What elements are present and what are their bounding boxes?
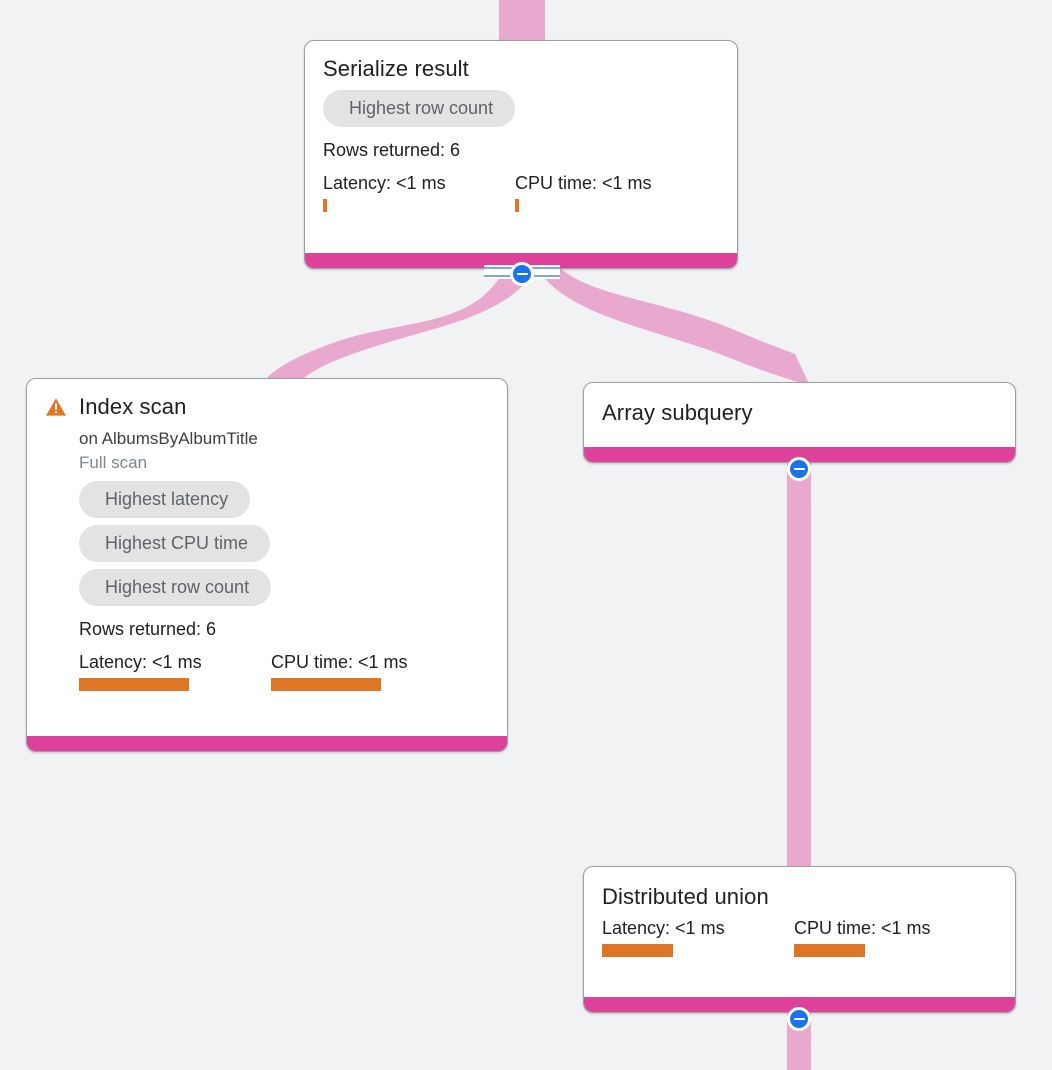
metric-latency-bar [602,944,673,957]
title-row: Serialize result [323,55,719,83]
chip-highest-latency: Highest latency [79,481,251,518]
metric-latency-bar [79,678,189,691]
edge-incoming-top [499,0,545,44]
metric-latency: Latency: <1 ms [323,172,515,212]
metric-cpu-time-bar [515,199,519,212]
metric-latency: Latency: <1 ms [79,651,271,691]
node-title: Distributed union [602,884,769,909]
metrics-row: Latency: <1 ms CPU time: <1 ms [323,172,719,212]
node-footer [584,997,1015,1012]
node-footer [584,447,1015,462]
node-body: Distributed union Latency: <1 ms CPU tim… [584,867,1015,967]
edge-serialize-to-array-subquery [541,268,810,386]
metric-cpu-time: CPU time: <1 ms [794,917,931,957]
node-title: Array subquery [602,400,753,425]
metrics-row: Latency: <1 ms CPU time: <1 ms [602,917,997,957]
node-footer [305,253,737,268]
node-body: Array subquery [584,383,1015,437]
chip-highest-cpu-time: Highest CPU time [79,525,271,562]
metric-latency-label: Latency: <1 ms [602,918,725,938]
node-scan-type: Full scan [79,453,148,472]
edge-array-subquery-to-distributed-union [787,462,811,874]
warning-icon [46,398,66,416]
title-row: Distributed union [602,883,997,911]
metric-cpu-time-label: CPU time: <1 ms [271,652,408,672]
rows-returned: Rows returned: 6 [323,140,461,160]
title-row: Array subquery [602,399,997,427]
metric-cpu-time: CPU time: <1 ms [271,651,408,691]
collapse-toggle-array-subquery[interactable] [787,457,811,481]
rows-returned: Rows returned: 6 [79,619,217,639]
chip-highest-row-count: Highest row count [79,569,272,606]
node-serialize-result[interactable]: Serialize result Highest row count Rows … [304,40,738,269]
chip-highest-row-count: Highest row count [323,90,516,127]
node-index-scan[interactable]: Index scan on AlbumsByAlbumTitle Full sc… [26,378,508,752]
metric-latency: Latency: <1 ms [602,917,794,957]
node-title: Serialize result [323,56,469,81]
metric-latency-bar [323,199,327,212]
node-distributed-union[interactable]: Distributed union Latency: <1 ms CPU tim… [583,866,1016,1013]
node-array-subquery[interactable]: Array subquery [583,382,1016,463]
metric-cpu-time-label: CPU time: <1 ms [515,173,652,193]
node-details: on AlbumsByAlbumTitle Full scan Highest … [79,427,489,691]
metric-latency-label: Latency: <1 ms [323,173,446,193]
node-footer [27,736,507,751]
title-row: Index scan [45,393,489,421]
node-subtitle: on AlbumsByAlbumTitle [79,429,258,448]
metric-cpu-time-bar [794,944,865,957]
collapse-toggle-distributed-union[interactable] [787,1007,811,1031]
metric-latency-label: Latency: <1 ms [79,652,202,672]
node-body: Index scan on AlbumsByAlbumTitle Full sc… [27,379,507,701]
chip-list: Highest row count [323,90,719,134]
metric-cpu-time-label: CPU time: <1 ms [794,918,931,938]
chip-list: Highest latency Highest CPU time Highest… [79,481,489,613]
node-title: Index scan [79,394,187,419]
edge-serialize-to-index-scan [258,272,531,392]
metrics-row: Latency: <1 ms CPU time: <1 ms [79,651,489,691]
node-body: Serialize result Highest row count Rows … [305,41,737,222]
metric-cpu-time-bar [271,678,381,691]
metric-cpu-time: CPU time: <1 ms [515,172,652,212]
collapse-toggle-serialize-result[interactable] [510,262,534,286]
